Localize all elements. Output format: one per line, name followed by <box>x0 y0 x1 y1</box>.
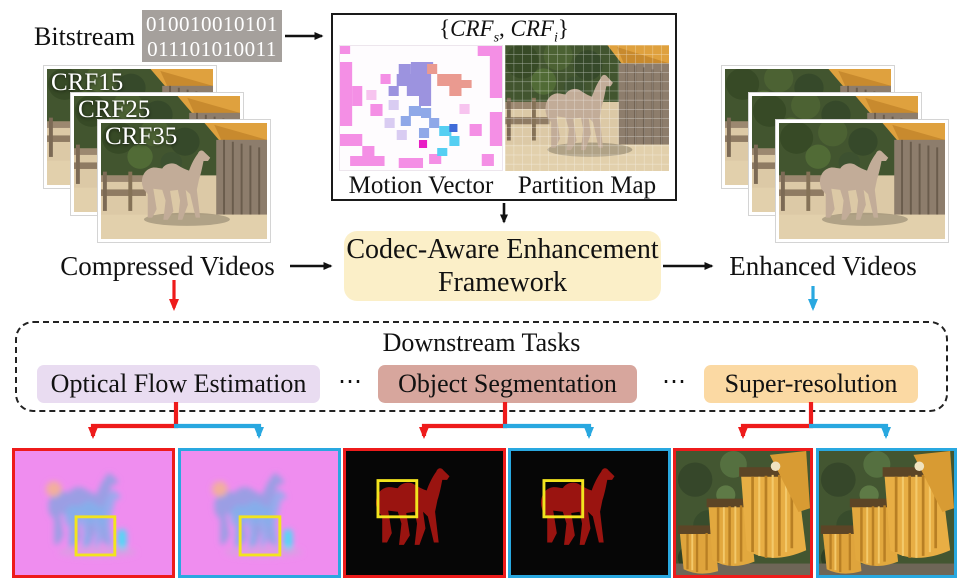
motion-vector-label: Motion Vector <box>348 172 494 199</box>
framework-label-line1: Codec-Aware Enhancement <box>346 234 659 265</box>
task-object-segmentation: Object Segmentation <box>378 365 637 403</box>
arrow-flow-task-to-enhanced-result <box>174 423 264 439</box>
partition-map-image <box>505 45 669 171</box>
optical-flow-result-enhanced <box>178 448 341 578</box>
enhanced-videos-caption: Enhanced Videos <box>729 251 917 281</box>
codec-info-box: {CRFs, CRFi} Motion Vector Partition Map <box>331 13 677 201</box>
enhanced-frame-3 <box>775 119 949 243</box>
motion-vector-image <box>339 45 503 171</box>
crf-set-title: {CRFs, CRFi} <box>333 16 675 47</box>
task-super-resolution: Super-resolution <box>704 365 918 403</box>
task-optical-flow-estimation: Optical Flow Estimation <box>37 365 320 403</box>
compressed-videos-caption: Compressed Videos <box>60 251 275 281</box>
downstream-tasks-box: Downstream Tasks Optical Flow Estimation… <box>15 321 948 412</box>
arrow-sr-task-to-enhanced-result <box>809 423 891 439</box>
crf-sub-2: i <box>553 30 558 46</box>
separator: , <box>499 16 511 41</box>
optical-flow-result-compressed <box>12 448 175 578</box>
bitstream-bits-line2: 011101010011 <box>147 37 277 61</box>
crf-sub-1: s <box>493 30 500 46</box>
bitstream-bits-line1: 010010010101 <box>146 12 278 36</box>
arrow-seg-task-to-enhanced-result <box>503 423 594 439</box>
segmentation-result-enhanced <box>508 448 671 578</box>
crf-term-1: CRF <box>450 16 494 41</box>
super-resolution-result-compressed <box>673 448 813 578</box>
bitstream-label: Bitstream <box>34 22 136 51</box>
downstream-tasks-title: Downstream Tasks <box>382 328 581 357</box>
framework-label-line2: Framework <box>437 267 568 298</box>
crf-term-2: CRF <box>510 16 554 41</box>
ellipsis-separator: ⋯ <box>662 369 688 395</box>
brace-open: { <box>439 16 451 41</box>
partition-map-label: Partition Map <box>517 172 657 199</box>
super-resolution-result-enhanced <box>816 448 957 578</box>
framework-box: Codec-Aware Enhancement Framework <box>344 231 661 301</box>
ellipsis-separator: ⋯ <box>338 369 364 395</box>
compressed-frame-crf35: CRF35 <box>97 119 271 243</box>
crf15-tag: CRF15 <box>51 69 124 96</box>
crf25-tag: CRF25 <box>78 96 151 123</box>
crf35-tag: CRF35 <box>105 123 178 150</box>
bitstream-box: 010010010101 011101010011 <box>142 10 282 62</box>
segmentation-result-compressed <box>343 448 506 578</box>
brace-close: } <box>557 16 569 41</box>
